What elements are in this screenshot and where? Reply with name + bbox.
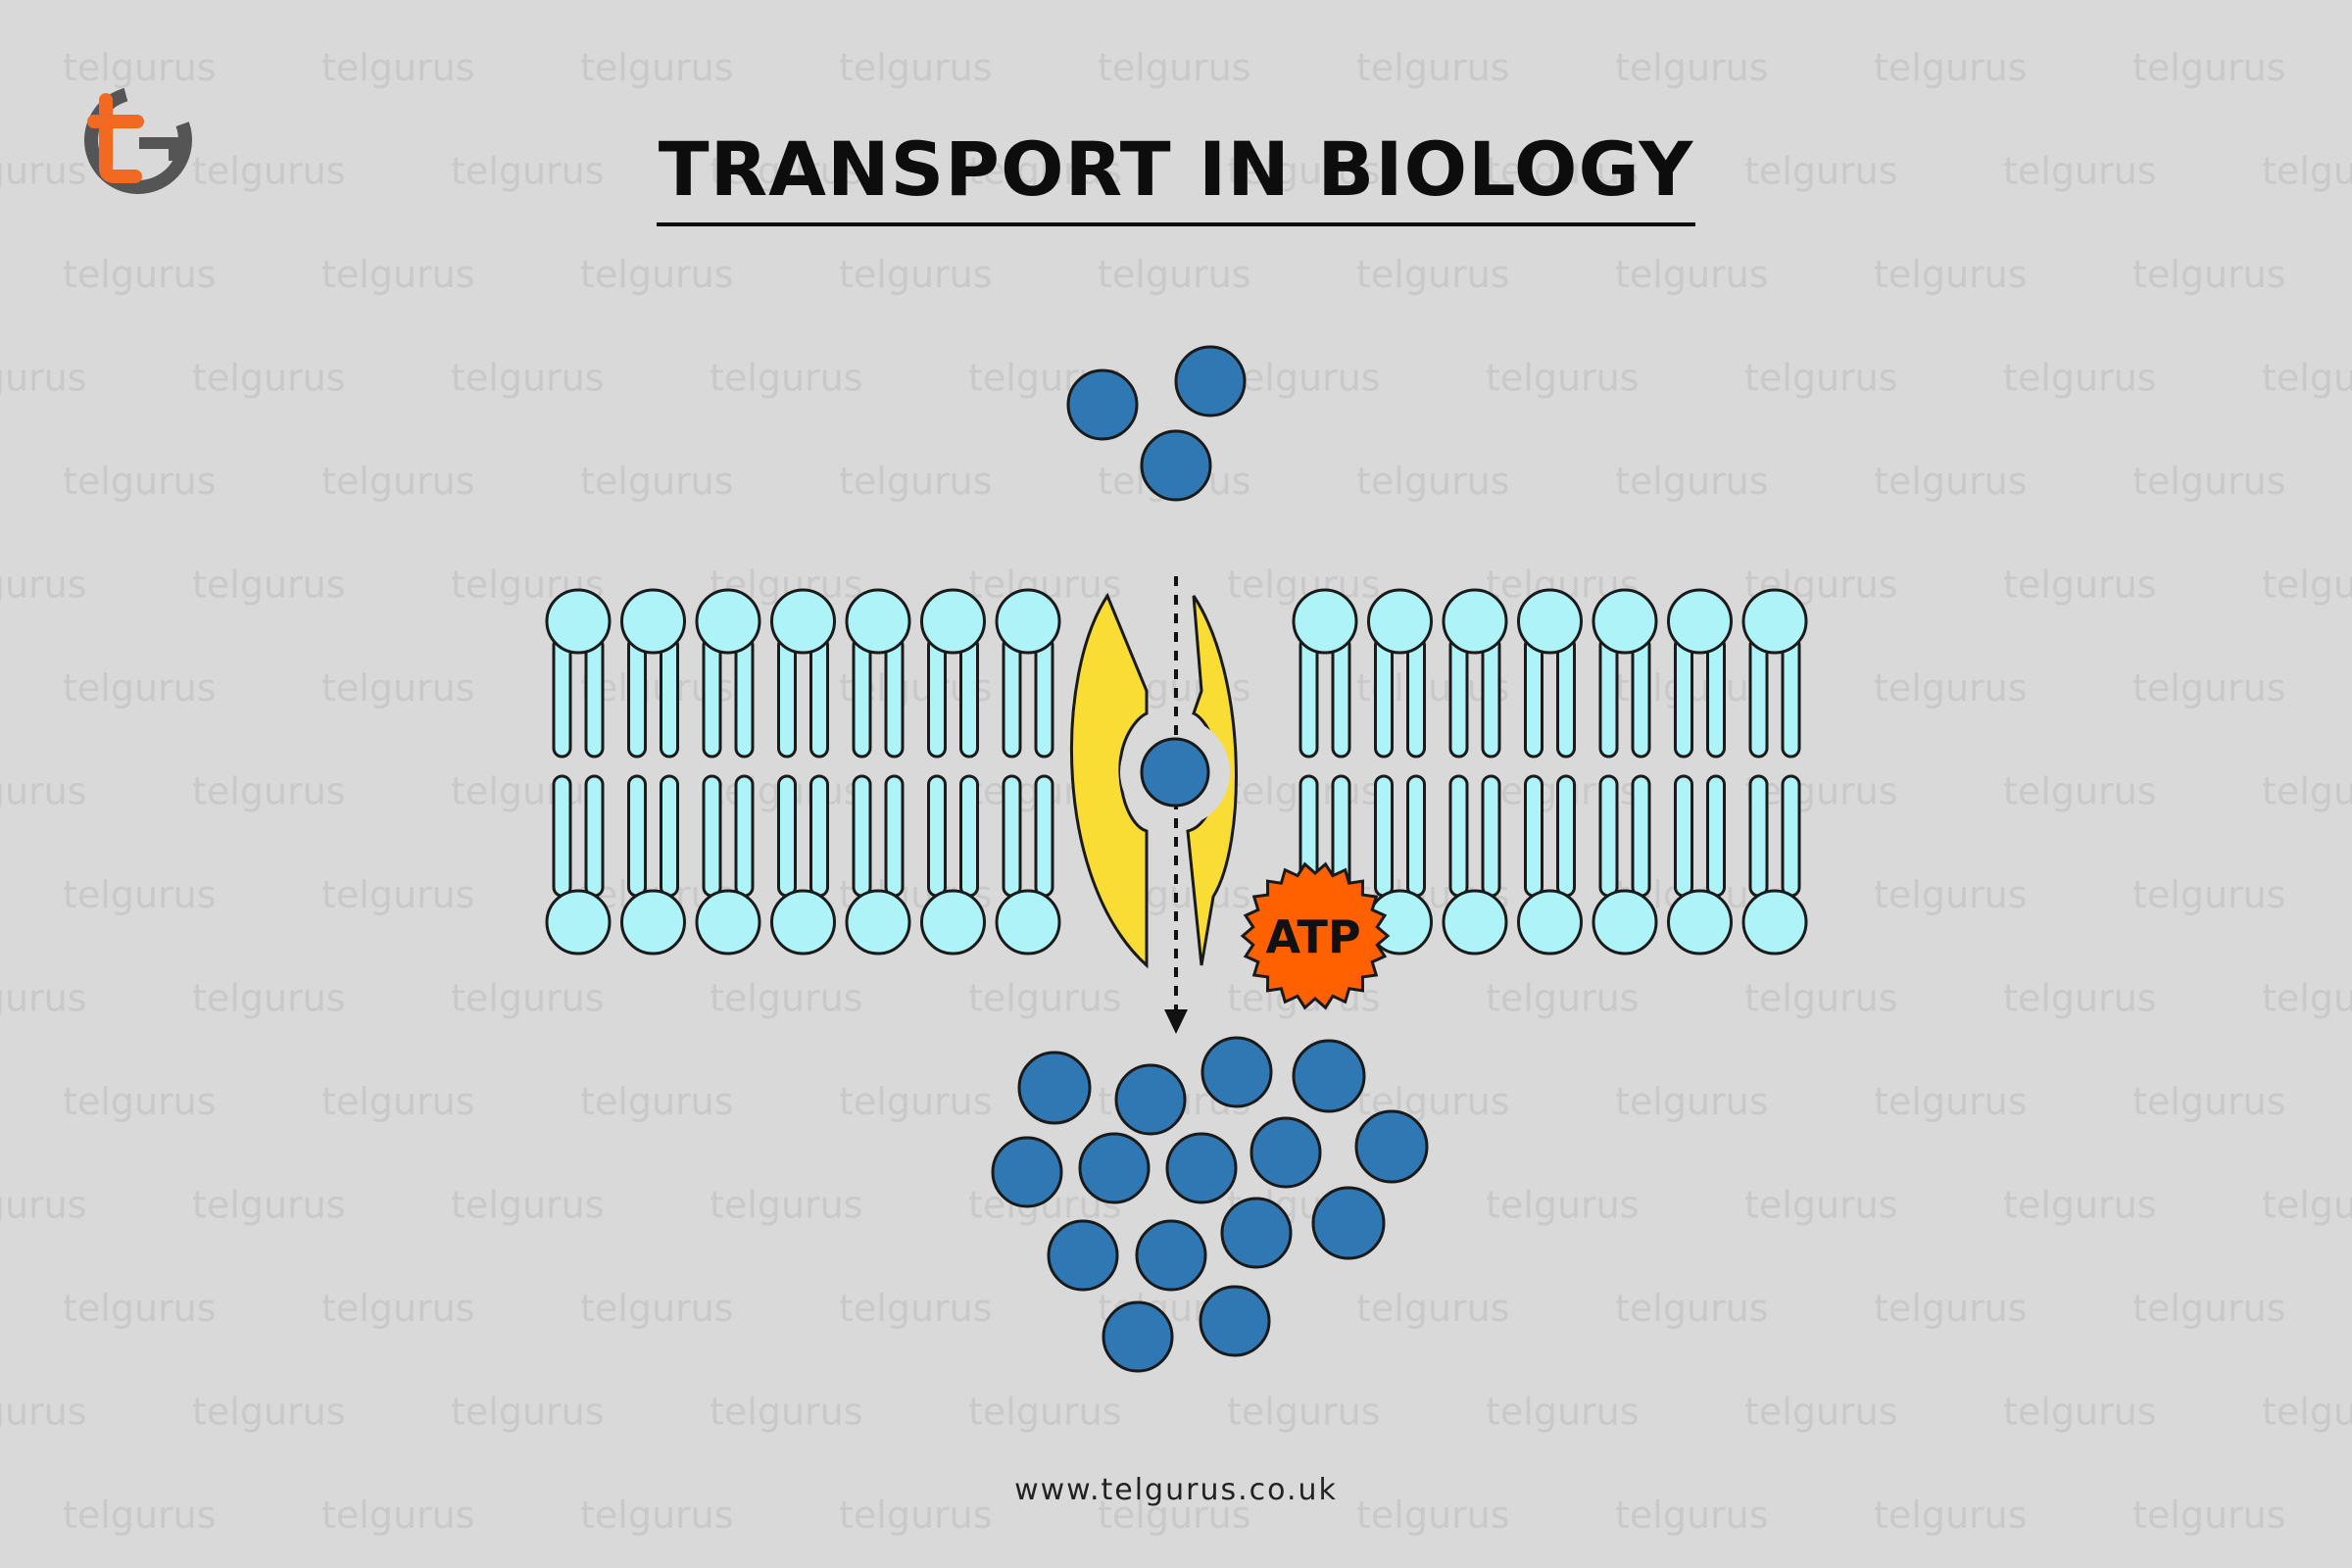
solute-molecule xyxy=(1047,1219,1119,1292)
atp-starburst xyxy=(1240,861,1391,1010)
phospholipid-bilayer-left xyxy=(545,588,1061,956)
solute-molecule xyxy=(991,1136,1063,1208)
solute-molecule xyxy=(1102,1300,1174,1373)
phospholipid xyxy=(920,588,986,956)
phospholipid xyxy=(1517,588,1583,956)
phospholipid-head-bottom xyxy=(845,889,911,956)
phospholipid-head-bottom xyxy=(620,889,686,956)
solute-molecule xyxy=(1250,1116,1322,1189)
phospholipid-head-bottom xyxy=(920,889,986,956)
page-title-text: TRANSPORT IN BIOLOGY xyxy=(656,125,1696,226)
solute-molecule xyxy=(1017,1051,1092,1125)
molecule-in-channel xyxy=(1140,737,1210,808)
phospholipid-head-top xyxy=(1741,588,1808,655)
phospholipid xyxy=(845,588,911,956)
phospholipid-bilayer-right xyxy=(1292,588,1808,956)
phospholipid xyxy=(1667,588,1733,956)
atp-molecule: ATP xyxy=(1240,861,1391,1010)
phospholipid-head-bottom xyxy=(770,889,836,956)
phospholipid-head-top xyxy=(1667,588,1733,655)
phospholipid-head-top xyxy=(1592,588,1658,655)
phospholipid-head-bottom xyxy=(545,889,612,956)
phospholipid-head-top xyxy=(995,588,1061,655)
solute-molecule xyxy=(1066,368,1139,441)
phospholipid-head-bottom xyxy=(1442,889,1508,956)
carrier-protein-left-half xyxy=(1069,592,1149,969)
phospholipid xyxy=(545,588,612,956)
phospholipid-head-top xyxy=(545,588,612,655)
solute-molecule xyxy=(1078,1132,1151,1204)
solute-molecule xyxy=(1135,1219,1207,1292)
page-title: TRANSPORT IN BIOLOGY xyxy=(0,125,2352,226)
phospholipid xyxy=(995,588,1061,956)
phospholipid-head-bottom xyxy=(1592,889,1658,956)
carrier-protein xyxy=(1069,592,1238,969)
solute-molecule xyxy=(1165,1132,1238,1204)
phospholipid-head-bottom xyxy=(1741,889,1808,956)
phospholipid xyxy=(1741,588,1808,956)
phospholipid xyxy=(620,588,686,956)
atp-label: ATP xyxy=(1265,910,1360,963)
phospholipid-head-top xyxy=(1292,588,1358,655)
phospholipid xyxy=(770,588,836,956)
molecules-above-membrane xyxy=(1066,345,1247,502)
solute-molecule xyxy=(1354,1109,1429,1184)
phospholipid-head-bottom xyxy=(1517,889,1583,956)
solute-molecule xyxy=(1199,1285,1271,1357)
footer-website-url: www.telgurus.co.uk xyxy=(1014,1473,1338,1507)
phospholipid xyxy=(1442,588,1508,956)
phospholipid-head-top xyxy=(1517,588,1583,655)
phospholipid-head-bottom xyxy=(995,889,1061,956)
phospholipid-head-top xyxy=(920,588,986,655)
phospholipid-head-top xyxy=(620,588,686,655)
solute-molecule xyxy=(1220,1197,1293,1269)
solute-molecule xyxy=(1174,345,1247,417)
solute-molecule xyxy=(1292,1039,1366,1113)
arrow-head xyxy=(1164,1009,1188,1034)
solute-molecule xyxy=(1140,429,1212,502)
solute-molecule xyxy=(1200,1036,1273,1108)
solute-molecule xyxy=(1114,1063,1187,1136)
phospholipid-head-top xyxy=(695,588,761,655)
phospholipid-head-top xyxy=(1442,588,1508,655)
phospholipid-head-top xyxy=(1367,588,1433,655)
phospholipid xyxy=(1592,588,1658,956)
phospholipid xyxy=(695,588,761,956)
telgurus-logo-icon xyxy=(84,86,192,194)
molecules-below-membrane xyxy=(991,1036,1429,1373)
phospholipid-head-bottom xyxy=(1667,889,1733,956)
phospholipid-head-top xyxy=(770,588,836,655)
phospholipid-head-bottom xyxy=(695,889,761,956)
solute-molecule xyxy=(1311,1186,1386,1260)
phospholipid xyxy=(1367,588,1433,956)
phospholipid-head-top xyxy=(845,588,911,655)
